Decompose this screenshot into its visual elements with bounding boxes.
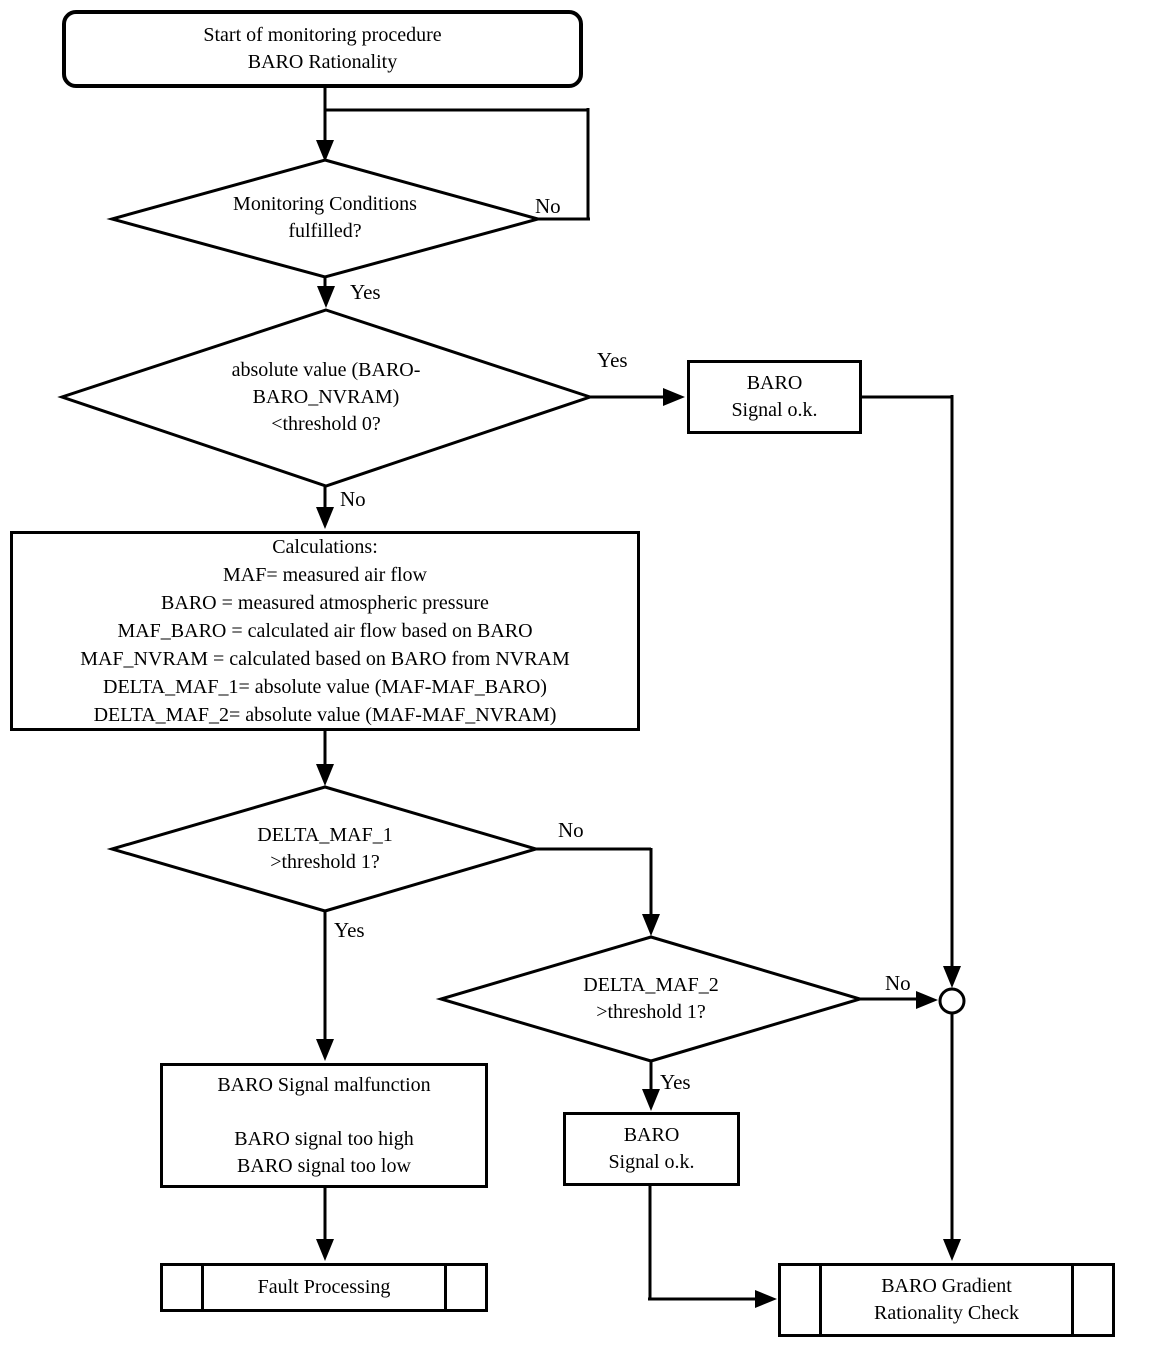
- predefined-process-bar-right: [1071, 1266, 1074, 1334]
- baro-malfunction-node: BARO Signal malfunction BARO signal too …: [160, 1063, 488, 1188]
- label-delta2-no: No: [885, 971, 911, 995]
- predefined-process-bar-left: [201, 1266, 204, 1309]
- fault-processing-node: Fault Processing: [160, 1263, 488, 1312]
- arrow-into-ok2: [642, 1089, 660, 1111]
- decision-delta-maf-2-shape: [435, 935, 866, 1063]
- predefined-process-bar-left: [819, 1266, 822, 1334]
- label-baro-nvram-no: No: [340, 487, 366, 511]
- arrow-into-gradient-left: [755, 1290, 777, 1308]
- label-delta2-yes: Yes: [660, 1070, 691, 1094]
- decision-baro-nvram-label: absolute value (BARO- BARO_NVRAM) <thres…: [231, 359, 421, 435]
- arrow-into-calculations: [316, 507, 334, 529]
- label-baro-nvram-yes: Yes: [597, 348, 628, 372]
- arrow-into-circle-top: [943, 966, 961, 988]
- label-delta1-no: No: [558, 818, 584, 842]
- arrow-into-fault: [316, 1239, 334, 1261]
- decision-baro-nvram-shape: [57, 308, 595, 488]
- arrow-into-monitoring: [316, 140, 334, 162]
- junction-circle: [938, 987, 966, 1015]
- predefined-process-bar-right: [444, 1266, 447, 1309]
- arrow-into-malfunction: [316, 1039, 334, 1061]
- arrow-into-gradient-top: [943, 1239, 961, 1261]
- fault-processing-label: Fault Processing: [257, 1276, 391, 1298]
- decision-monitoring-shape: [106, 158, 544, 279]
- start-node: Start of monitoring procedure BARO Ratio…: [62, 10, 583, 88]
- arrow-into-ok1: [663, 388, 685, 406]
- arrow-into-circle-left: [916, 991, 938, 1009]
- decision-delta-maf-1-shape: [106, 785, 542, 913]
- gradient-check-node: BARO Gradient Rationality Check: [778, 1263, 1115, 1337]
- label-delta1-yes: Yes: [334, 918, 365, 942]
- arrow-into-baro-nvram: [317, 286, 335, 308]
- arrow-into-delta1: [316, 764, 334, 786]
- decision-delta-maf-2-label: DELTA_MAF_2 >threshold 1?: [583, 974, 719, 1023]
- decision-delta-maf-1-label: DELTA_MAF_1 >threshold 1?: [257, 824, 393, 873]
- decision-monitoring-label: Monitoring Conditions fulfilled?: [233, 193, 417, 242]
- calculations-node: Calculations: MAF= measured air flow BAR…: [10, 531, 640, 731]
- label-monitoring-yes: Yes: [350, 280, 381, 304]
- arrow-into-delta2: [642, 914, 660, 936]
- baro-signal-ok-top-node: BARO Signal o.k.: [687, 360, 862, 434]
- label-monitoring-no: No: [535, 194, 561, 218]
- baro-signal-ok-mid-node: BARO Signal o.k.: [563, 1112, 740, 1186]
- gradient-check-label: BARO Gradient Rationality Check: [874, 1275, 1019, 1324]
